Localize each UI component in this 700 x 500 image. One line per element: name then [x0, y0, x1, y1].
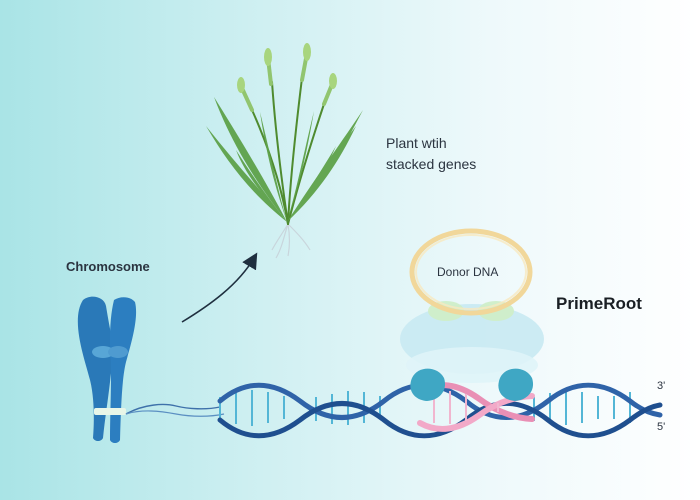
curved-arrow-icon — [181, 252, 258, 323]
plant-label-line-1: Plant wtih — [386, 135, 447, 151]
donor-dna-icon — [409, 228, 533, 316]
primeroot-editor-complex — [400, 301, 544, 401]
chromosome-label: Chromosome — [66, 259, 150, 274]
plant-icon — [206, 43, 363, 259]
chromatin-fiber — [125, 403, 221, 415]
dna-end-3-label: 3' — [657, 380, 666, 392]
chromosome-icon — [77, 296, 137, 443]
plant-label: Plant wtih stacked genes — [386, 133, 476, 175]
dna-end-5-label: 5' — [657, 421, 666, 433]
primeroot-label: PrimeRoot — [556, 294, 642, 313]
donor-dna-label: Donor DNA — [437, 265, 499, 279]
plant-label-line-2: stacked genes — [386, 156, 477, 172]
